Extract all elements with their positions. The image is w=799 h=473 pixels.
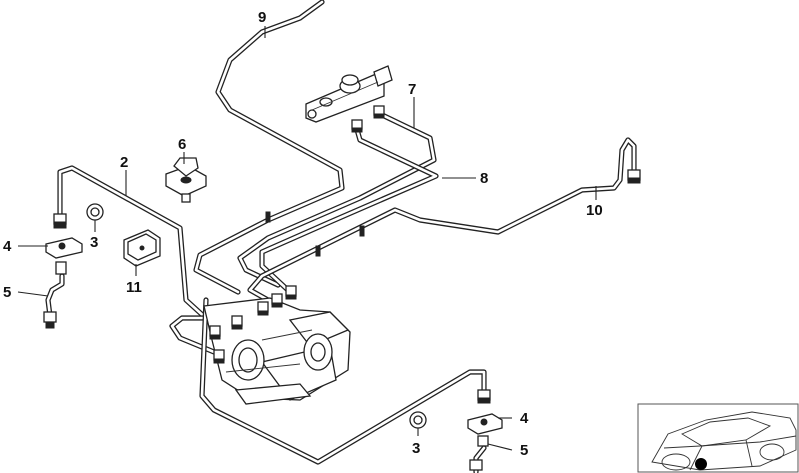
unit-port-2 [257, 301, 269, 316]
brake-pipes [57, 0, 637, 465]
pipe-8[interactable] [259, 123, 439, 295]
car-locator-thumbnail[interactable] [637, 403, 799, 473]
part-3-right-grommet[interactable] [409, 411, 427, 429]
part-11-block[interactable] [123, 229, 161, 267]
pipe-9[interactable] [193, 0, 345, 295]
hydraulic-unit[interactable] [203, 285, 351, 405]
label-3-left: 3 [90, 234, 98, 251]
left-pipe-fitting [53, 213, 67, 229]
part-5-right-hose[interactable] [469, 435, 489, 473]
label-4-right: 4 [520, 410, 529, 427]
master-cylinder-port-2 [373, 105, 385, 119]
car-outline-icon [651, 411, 797, 471]
label-5-left: 5 [3, 284, 11, 301]
label-10: 10 [586, 202, 603, 219]
part-3-left-grommet[interactable] [86, 203, 104, 221]
part-4-left-bracket[interactable] [45, 237, 83, 259]
label-2: 2 [120, 154, 128, 171]
pipe-10[interactable] [247, 137, 637, 303]
part-6-mount[interactable] [165, 157, 207, 203]
pipe-joints [265, 211, 365, 257]
pipe-7[interactable] [237, 111, 437, 288]
label-9: 9 [258, 9, 266, 26]
label-8: 8 [480, 170, 488, 187]
unit-port-6 [209, 325, 221, 340]
label-3-right: 3 [412, 440, 420, 457]
master-cylinder-port-1 [351, 119, 363, 133]
locator-dot-icon [695, 458, 707, 470]
pipe-left-loop[interactable] [169, 315, 221, 355]
label-6: 6 [178, 136, 186, 153]
label-11: 11 [126, 279, 142, 296]
unit-port-4 [285, 285, 297, 300]
unit-port-5 [213, 349, 225, 364]
label-4-left: 4 [3, 238, 12, 255]
label-7: 7 [408, 81, 416, 98]
unit-port-3 [271, 293, 283, 308]
callout-labels: 9 7 6 2 8 10 4 3 11 5 4 3 5 [3, 9, 603, 459]
right-pipe-fitting [477, 389, 491, 404]
unit-port-1 [231, 315, 243, 330]
pipe-rear[interactable] [199, 297, 487, 465]
right-end-fitting [627, 169, 641, 184]
leader-lines [17, 26, 597, 451]
part-4-right-bracket[interactable] [467, 413, 503, 435]
part-5-left-hose[interactable] [43, 261, 67, 329]
master-cylinder[interactable] [305, 65, 393, 133]
label-5-right: 5 [520, 442, 528, 459]
